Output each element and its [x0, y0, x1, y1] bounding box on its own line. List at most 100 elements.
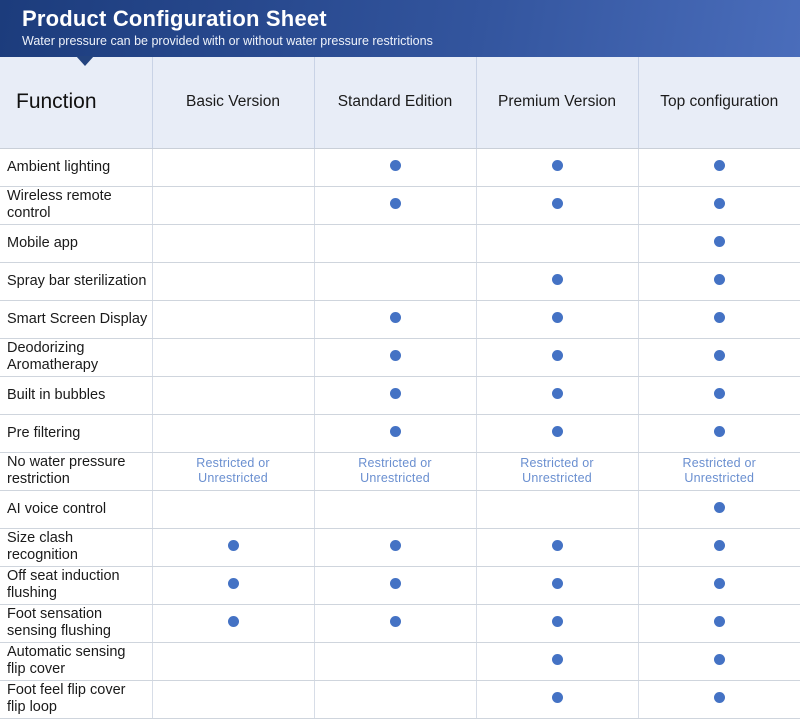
- check-dot-icon: [390, 312, 401, 323]
- feature-cell: [314, 224, 476, 262]
- check-dot-icon: [714, 198, 725, 209]
- feature-cell: [152, 224, 314, 262]
- feature-cell: [314, 604, 476, 642]
- feature-cell: [638, 262, 800, 300]
- feature-cell: [638, 566, 800, 604]
- check-dot-icon: [714, 350, 725, 361]
- check-dot-icon: [714, 540, 725, 551]
- check-dot-icon: [390, 616, 401, 627]
- feature-label: Size clash recognition: [0, 528, 152, 566]
- restriction-note-line1: Restricted or: [358, 456, 431, 470]
- restriction-note-line2: Unrestricted: [684, 471, 754, 485]
- feature-label: Mobile app: [0, 224, 152, 262]
- check-dot-icon: [390, 160, 401, 171]
- table-row: Deodorizing Aromatherapy: [0, 338, 800, 376]
- feature-cell: [152, 262, 314, 300]
- feature-label: AI voice control: [0, 490, 152, 528]
- restriction-note-line2: Unrestricted: [198, 471, 268, 485]
- check-dot-icon: [714, 578, 725, 589]
- check-dot-icon: [228, 540, 239, 551]
- feature-cell: [314, 642, 476, 680]
- check-dot-icon: [552, 654, 563, 665]
- check-dot-icon: [390, 426, 401, 437]
- page-subtitle: Water pressure can be provided with or w…: [22, 33, 800, 49]
- page-banner: Product Configuration Sheet Water pressu…: [0, 0, 800, 57]
- check-dot-icon: [390, 350, 401, 361]
- restriction-note-line2: Unrestricted: [360, 471, 430, 485]
- table-row: Smart Screen Display: [0, 300, 800, 338]
- check-dot-icon: [552, 616, 563, 627]
- table-row: Pre filtering: [0, 414, 800, 452]
- table-header: Function Basic Version Standard Edition …: [0, 57, 800, 148]
- check-dot-icon: [552, 426, 563, 437]
- feature-label: Foot sensation sensing flushing: [0, 604, 152, 642]
- feature-cell: [476, 566, 638, 604]
- check-dot-icon: [714, 654, 725, 665]
- feature-cell: [638, 376, 800, 414]
- feature-cell: [314, 414, 476, 452]
- check-dot-icon: [714, 274, 725, 285]
- feature-cell: [638, 186, 800, 224]
- column-header-top-configuration: Top configuration: [638, 57, 800, 148]
- feature-cell: [638, 528, 800, 566]
- feature-label: Pre filtering: [0, 414, 152, 452]
- feature-cell: [314, 262, 476, 300]
- feature-cell: [314, 490, 476, 528]
- table-row: Spray bar sterilization: [0, 262, 800, 300]
- check-dot-icon: [552, 350, 563, 361]
- feature-cell: [638, 490, 800, 528]
- check-dot-icon: [552, 312, 563, 323]
- table-row: Built in bubbles: [0, 376, 800, 414]
- table-row: Mobile app: [0, 224, 800, 262]
- configuration-table: Function Basic Version Standard Edition …: [0, 57, 800, 719]
- feature-label: Off seat induction flushing: [0, 566, 152, 604]
- feature-cell: [476, 186, 638, 224]
- feature-cell: [476, 262, 638, 300]
- table-row: Foot feel flip cover flip loop: [0, 680, 800, 718]
- feature-cell: [638, 224, 800, 262]
- check-dot-icon: [714, 312, 725, 323]
- table-row: Automatic sensing flip cover: [0, 642, 800, 680]
- feature-cell: [152, 528, 314, 566]
- check-dot-icon: [390, 388, 401, 399]
- feature-cell: [476, 490, 638, 528]
- restriction-note-line1: Restricted or: [520, 456, 593, 470]
- feature-cell: [314, 376, 476, 414]
- feature-cell: [152, 338, 314, 376]
- feature-cell: [152, 376, 314, 414]
- feature-cell: [476, 528, 638, 566]
- feature-cell: [638, 604, 800, 642]
- check-dot-icon: [714, 236, 725, 247]
- check-dot-icon: [552, 692, 563, 703]
- feature-cell: [314, 148, 476, 186]
- feature-cell: [638, 300, 800, 338]
- table-row: Foot sensation sensing flushing: [0, 604, 800, 642]
- feature-label: No water pressure restriction: [0, 452, 152, 490]
- check-dot-icon: [552, 388, 563, 399]
- check-dot-icon: [228, 578, 239, 589]
- feature-cell: [152, 604, 314, 642]
- feature-cell: [152, 414, 314, 452]
- feature-cell: [314, 338, 476, 376]
- check-dot-icon: [228, 616, 239, 627]
- restriction-note-line1: Restricted or: [683, 456, 756, 470]
- table-row: Ambient lighting: [0, 148, 800, 186]
- column-header-standard-edition: Standard Edition: [314, 57, 476, 148]
- feature-label: Automatic sensing flip cover: [0, 642, 152, 680]
- feature-label: Deodorizing Aromatherapy: [0, 338, 152, 376]
- table-row: AI voice control: [0, 490, 800, 528]
- check-dot-icon: [552, 198, 563, 209]
- check-dot-icon: [552, 274, 563, 285]
- feature-label: Smart Screen Display: [0, 300, 152, 338]
- check-dot-icon: [390, 198, 401, 209]
- check-dot-icon: [714, 616, 725, 627]
- feature-cell: [476, 604, 638, 642]
- feature-cell: [476, 680, 638, 718]
